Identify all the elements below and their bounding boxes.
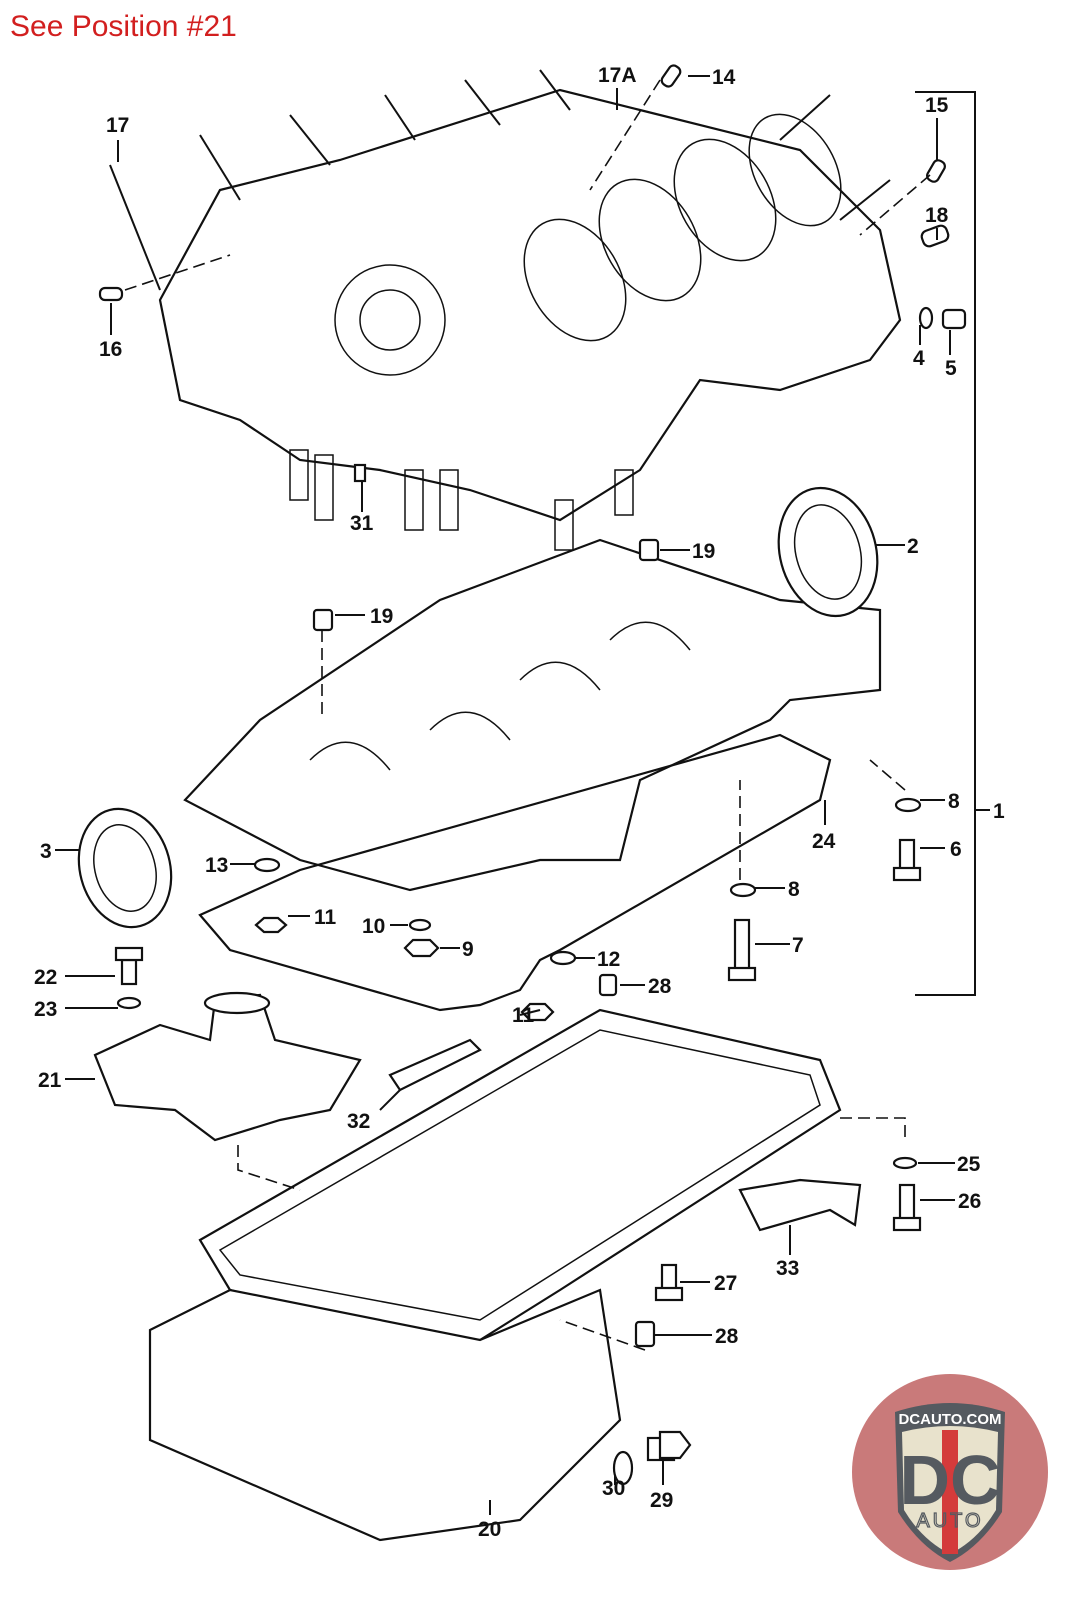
callout-7: 7: [792, 934, 804, 957]
callout-28-upper: 28: [648, 975, 672, 998]
dcauto-logo: DCAUTO.COM DC AUTO: [852, 1374, 1048, 1570]
callout-25: 25: [957, 1153, 981, 1176]
callout-33: 33: [776, 1257, 799, 1280]
strainer-32: [388, 1038, 482, 1092]
engine-block: [109, 69, 902, 551]
logo-top-text: DCAUTO.COM: [898, 1411, 1001, 1428]
logo-stripe: [942, 1430, 958, 1554]
see-position-note: See Position #21: [10, 10, 237, 43]
callout-18: 18: [925, 204, 949, 227]
callout-15: 15: [925, 94, 949, 117]
callout-13: 13: [205, 854, 228, 877]
oil-pickup-21: [93, 993, 362, 1142]
callout-14: 14: [712, 66, 736, 89]
logo-sub-text: AUTO: [916, 1510, 983, 1532]
callout-9: 9: [462, 938, 474, 961]
callout-23: 23: [34, 998, 57, 1021]
callout-17: 17: [106, 114, 129, 137]
callout-16: 16: [99, 338, 122, 361]
seal-3: [77, 807, 173, 929]
callout-31: 31: [350, 512, 374, 535]
gasket-24: [198, 733, 832, 1012]
oil-pan: [148, 1008, 842, 1542]
callout-26: 26: [958, 1190, 981, 1213]
crankcase-lower: [183, 538, 882, 892]
callout-1: 1: [993, 800, 1005, 823]
callout-27: 27: [714, 1272, 737, 1295]
callout-11-upper: 11: [314, 906, 337, 929]
callout-8-lower: 8: [788, 878, 800, 901]
callout-19-upper: 19: [692, 540, 715, 563]
callout-2: 2: [907, 535, 919, 558]
callout-21: 21: [38, 1069, 62, 1092]
callout-labels: 1 2 3 4 5 6 7 8 8 9 10 11 11 12 13 14 15…: [34, 64, 1005, 1541]
callout-10: 10: [362, 915, 385, 938]
callout-20: 20: [478, 1518, 501, 1541]
callout-11-lower: 11: [512, 1004, 535, 1027]
callout-6: 6: [950, 838, 962, 861]
fasteners: [98, 64, 967, 1486]
callout-8-upper: 8: [948, 790, 960, 813]
callout-19-lower: 19: [370, 605, 393, 628]
callout-22: 22: [34, 966, 57, 989]
callout-17A: 17A: [598, 64, 637, 87]
callout-32: 32: [347, 1110, 370, 1133]
bracket-33: [738, 1178, 862, 1232]
logo-mark: DC: [899, 1441, 1000, 1519]
leader-lines: [55, 75, 990, 1515]
callout-29: 29: [650, 1489, 673, 1512]
callout-30: 30: [602, 1477, 625, 1500]
seal-2: [777, 486, 879, 618]
callout-24: 24: [812, 830, 836, 853]
callout-12: 12: [597, 948, 620, 971]
callout-28-lower: 28: [715, 1325, 739, 1348]
callout-5: 5: [945, 357, 957, 380]
callout-3: 3: [40, 840, 52, 863]
callout-4: 4: [913, 347, 925, 370]
